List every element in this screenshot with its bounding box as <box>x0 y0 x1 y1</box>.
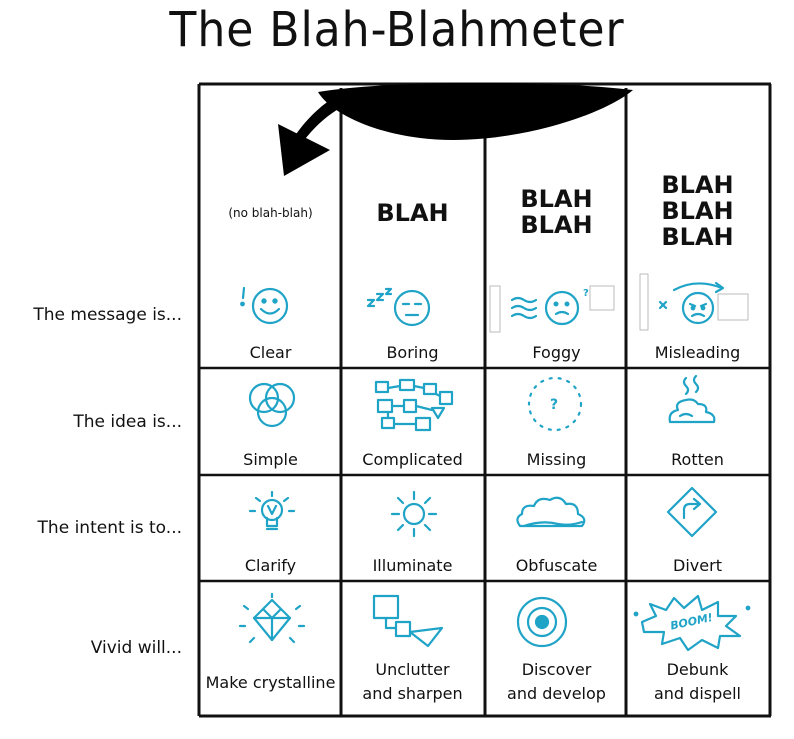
cell-make-crystalline: Make crystalline <box>205 673 336 692</box>
misleading-face-icon <box>639 273 749 331</box>
cell-missing: Missing <box>526 450 587 469</box>
crystal-icon <box>238 592 306 644</box>
cell-clarify: Clarify <box>244 556 297 575</box>
cell-boring: Boring <box>386 343 439 362</box>
cell-clear: Clear <box>249 343 292 362</box>
cell-debunk: Debunk and dispell <box>653 660 741 703</box>
row-label-idea: The idea is... <box>73 412 182 432</box>
svg-text:?: ? <box>550 397 558 413</box>
cell-simple: Simple <box>243 450 298 469</box>
sun-icon <box>390 490 438 538</box>
rotten-pile-icon <box>668 374 716 424</box>
cell-rotten: Rotten <box>671 450 724 469</box>
cell-complicated: Complicated <box>362 450 463 469</box>
level-blah: BLAH <box>376 199 449 227</box>
detour-sign-icon <box>666 486 718 538</box>
level-none: (no blah-blah) <box>228 206 313 220</box>
level-blah-blah: BLAH BLAH <box>520 185 593 239</box>
cloud-icon <box>516 496 586 528</box>
meter-arrow-shaft <box>292 92 352 146</box>
row-label-vivid: Vivid will... <box>90 638 182 658</box>
cell-illuminate: Illuminate <box>372 556 453 575</box>
row-label-message: The message is... <box>33 305 182 325</box>
question-mark-icon: ? <box>527 376 583 432</box>
meter-sweep <box>318 82 633 140</box>
smiley-icon <box>240 286 289 325</box>
cell-misleading: Misleading <box>654 343 741 362</box>
sleepy-face-icon <box>366 287 431 327</box>
row-label-intent: The intent is to... <box>37 518 182 538</box>
tangled-boxes-icon <box>374 378 454 432</box>
cell-discover: Discover and develop <box>507 660 606 703</box>
boom-icon: BOOM! <box>633 594 751 652</box>
target-icon <box>516 596 568 648</box>
meter-arrow-head <box>278 124 330 176</box>
cell-obfuscate: Obfuscate <box>515 556 598 575</box>
foggy-face-icon: ? <box>489 285 615 333</box>
svg-text:BOOM!: BOOM! <box>669 611 714 633</box>
cell-divert: Divert <box>673 556 722 575</box>
page-title: The Blah-Blahmeter <box>169 2 625 58</box>
box-arrow-icon <box>372 594 444 648</box>
svg-text:?: ? <box>583 288 589 299</box>
level-blah-blah-blah: BLAH BLAH BLAH <box>661 171 734 251</box>
cell-unclutter: Unclutter and sharpen <box>362 660 463 703</box>
lightbulb-icon <box>248 490 296 531</box>
grid-lines <box>197 82 772 718</box>
cell-foggy: Foggy <box>532 343 581 362</box>
venn-circles-icon <box>248 382 296 428</box>
